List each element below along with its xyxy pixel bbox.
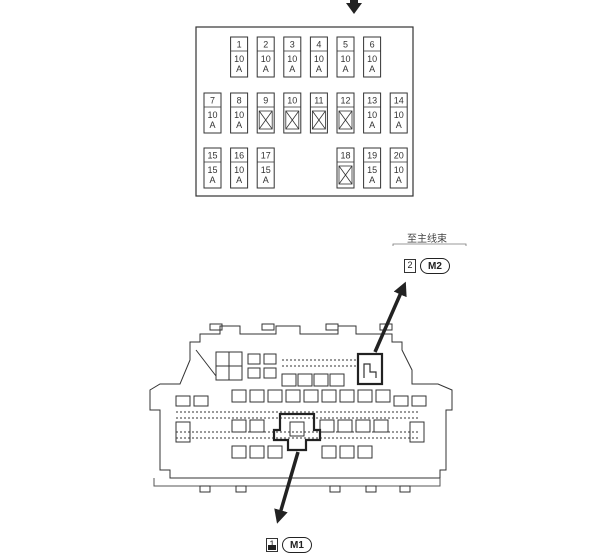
fuse-amperage: 10: [287, 54, 297, 64]
fuse-unit: A: [209, 120, 215, 130]
connector-m2-pin: 2: [404, 259, 416, 273]
fuse-number: 8: [237, 96, 242, 106]
fuse-4: 4 10A: [309, 36, 328, 78]
fuse-6: 6 10A: [363, 36, 382, 78]
fuse-unit: A: [396, 175, 402, 185]
fuse-14: 14 10A: [389, 92, 408, 134]
fuse-7: 7 10A: [203, 92, 222, 134]
fuse-unit: A: [236, 64, 242, 74]
fuse-number: 13: [367, 96, 377, 106]
fuse-18: 18: [336, 147, 355, 189]
fuse-amperage: 10: [394, 110, 404, 120]
fuse-unit: A: [263, 175, 269, 185]
fuse-unit: A: [369, 175, 375, 185]
junction-block: [149, 323, 453, 493]
fuse-12: 12: [336, 92, 355, 134]
fuse-13: 13 10A: [363, 92, 382, 134]
top-arrow: [346, 0, 362, 14]
fuse-number: 2: [263, 40, 268, 50]
fuse-amperage: 10: [234, 165, 244, 175]
fuse-unit: A: [209, 175, 215, 185]
fuse-unit: A: [342, 64, 348, 74]
fuse-number: 17: [261, 151, 271, 161]
fuse-number: 6: [370, 40, 375, 50]
fuse-amperage: 10: [367, 54, 377, 64]
fuse-amperage: 15: [367, 165, 377, 175]
fuse-9: 9: [256, 92, 275, 134]
fuse-number: 9: [263, 96, 268, 106]
fuse-10: 10: [283, 92, 302, 134]
fuse-number: 1: [237, 40, 242, 50]
harness-bracket: [392, 243, 467, 246]
fuse-number: 16: [234, 151, 244, 161]
fuse-amperage: 10: [261, 54, 271, 64]
harness-label: 至主线束: [407, 234, 447, 245]
fuse-number: 14: [394, 96, 404, 106]
fuse-unit: A: [236, 175, 242, 185]
connector-m1: 1 M1: [266, 537, 312, 553]
connector-m1-pin: 1: [266, 538, 278, 552]
m2-leader-arrow: [373, 281, 407, 353]
fuse-16: 16 10A: [230, 147, 249, 189]
fuse-unit: A: [369, 120, 375, 130]
fuse-amperage: 10: [340, 54, 350, 64]
fuse-amperage: 15: [261, 165, 271, 175]
fuse-19: 19 15A: [363, 147, 382, 189]
m1-leader-arrow: [274, 451, 300, 524]
fuse-number: 4: [316, 40, 321, 50]
fuse-5: 5 10A: [336, 36, 355, 78]
fuse-number: 5: [343, 40, 348, 50]
fuse-unit: A: [289, 64, 295, 74]
fuse-number: 3: [290, 40, 295, 50]
fuse-17: 17 15A: [256, 147, 275, 189]
fuse-number: 7: [210, 96, 215, 106]
fuse-amperage: 10: [314, 54, 324, 64]
fuse-amperage: 10: [367, 110, 377, 120]
fuse-amperage: 10: [207, 110, 217, 120]
connector-m1-badge: M1: [282, 537, 312, 553]
fuse-number: 15: [207, 151, 217, 161]
fuse-amperage: 10: [234, 110, 244, 120]
fuse-2: 2 10A: [256, 36, 275, 78]
fuse-amperage: 15: [207, 165, 217, 175]
fuse-unit: A: [263, 64, 269, 74]
fuse-number: 20: [394, 151, 404, 161]
connector-m2-badge: M2: [420, 258, 450, 274]
fuse-unit: A: [316, 64, 322, 74]
fuse-20: 20 10A: [389, 147, 408, 189]
fuse-number: 19: [367, 151, 377, 161]
fuse-number: 18: [340, 151, 350, 161]
fuse-8: 8 10A: [230, 92, 249, 134]
fuse-number: 10: [287, 96, 297, 106]
fuse-unit: A: [369, 64, 375, 74]
connector-m2: 2 M2: [404, 258, 450, 274]
fuse-number: 12: [340, 96, 350, 106]
fuse-1: 1 10A: [230, 36, 249, 78]
fuse-number: 11: [314, 96, 323, 106]
fuse-amperage: 10: [394, 165, 404, 175]
fuse-amperage: 10: [234, 54, 244, 64]
fuse-unit: A: [236, 120, 242, 130]
fuse-11: 11: [309, 92, 328, 134]
fuse-unit: A: [396, 120, 402, 130]
fuse-3: 3 10A: [283, 36, 302, 78]
